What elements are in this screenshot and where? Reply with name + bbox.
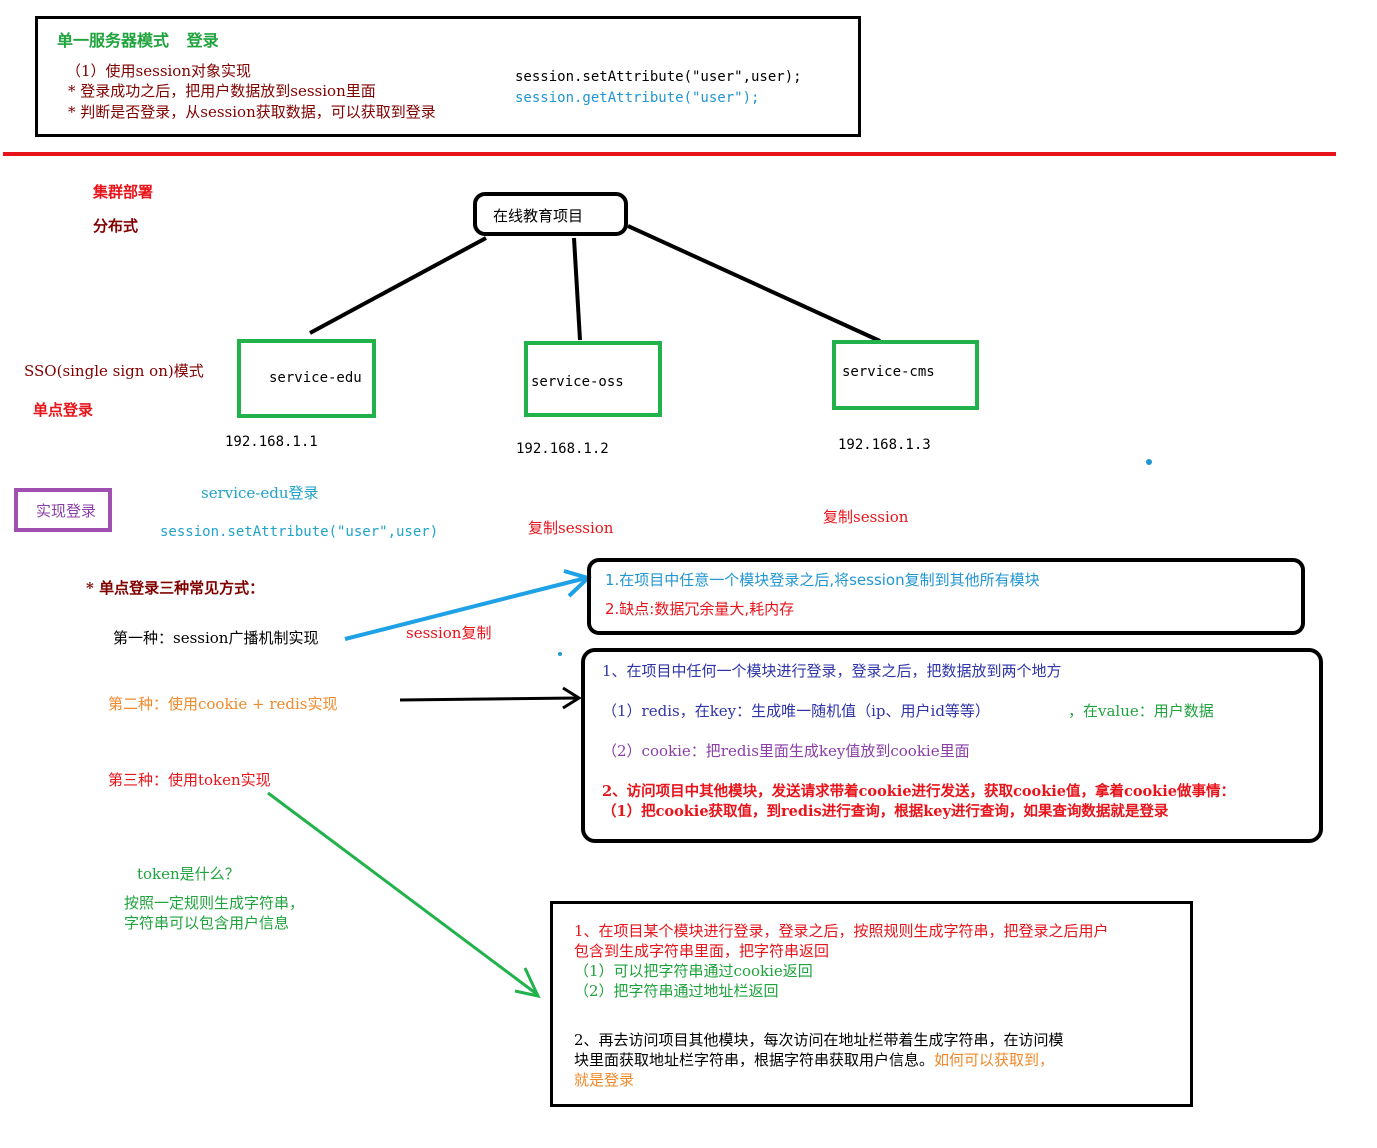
black-arrowhead bbox=[562, 686, 582, 710]
token-line-2: 包含到生成字符串里面，把字符串返回 bbox=[574, 942, 830, 960]
service-oss-label: service-oss bbox=[531, 374, 624, 390]
token-box bbox=[550, 901, 1193, 1107]
copy-session-label-2: 复制session bbox=[823, 508, 909, 526]
title-login: 登录 bbox=[186, 31, 219, 50]
session-broadcast-box bbox=[587, 558, 1305, 635]
redis-line-2b: ，在value：用户数据 bbox=[1068, 702, 1214, 720]
tree-line-oss bbox=[572, 237, 582, 341]
token-line-5: 2、再去访问项目其他模块，每次访问在地址栏带着生成字符串，在访问模 bbox=[574, 1031, 1064, 1049]
service-cms-ip: 192.168.1.3 bbox=[838, 437, 931, 453]
service-cms-label: service-cms bbox=[842, 364, 935, 380]
broadcast-line-2: 2.缺点:数据冗余量大,耗内存 bbox=[605, 600, 795, 618]
blue-arrow-line bbox=[344, 576, 587, 641]
token-line-4: （2）把字符串通过地址栏返回 bbox=[574, 982, 779, 1000]
green-arrow-line bbox=[267, 791, 539, 997]
service-edu-ip: 192.168.1.1 bbox=[225, 434, 318, 450]
way-3-label: 第三种：使用token实现 bbox=[108, 771, 271, 789]
code-set-attribute: session.setAttribute("user",user); bbox=[515, 69, 802, 85]
redis-line-1: 1、在项目中任何一个模块进行登录，登录之后，把数据放到两个地方 bbox=[602, 662, 1062, 680]
tree-line-cms bbox=[627, 224, 881, 343]
single-server-box bbox=[35, 16, 861, 137]
way-1-label: 第一种：session广播机制实现 bbox=[113, 629, 319, 647]
token-line-6: 块里面获取地址栏字符串，根据字符串获取用户信息。如何可以获取到， bbox=[574, 1049, 1054, 1070]
session-item-2: * 登录成功之后，把用户数据放到session里面 bbox=[68, 82, 376, 100]
service-oss-ip: 192.168.1.2 bbox=[516, 441, 609, 457]
implement-box bbox=[14, 488, 112, 532]
edu-code: session.setAttribute("user",user) bbox=[160, 524, 439, 540]
token-line-3: （1）可以把字符串通过cookie返回 bbox=[574, 962, 813, 980]
blue-dot bbox=[1146, 459, 1152, 465]
token-line-7: 就是登录 bbox=[574, 1071, 635, 1089]
black-arrow-line bbox=[399, 696, 579, 702]
green-arrowhead bbox=[514, 967, 541, 999]
way-2-label: 第二种：使用cookie + redis实现 bbox=[108, 695, 338, 713]
redis-line-2a: （1）redis，在key：生成唯一随机值（ip、用户id等等） bbox=[602, 702, 990, 720]
session-item-1: （1）使用session对象实现 bbox=[66, 62, 252, 80]
cluster-label: 集群部署 bbox=[93, 183, 154, 201]
token-answer-1: 按照一定规则生成字符串， bbox=[124, 894, 305, 912]
broadcast-line-1: 1.在项目中任意一个模块登录之后,将session复制到其他所有模块 bbox=[605, 571, 1040, 589]
session-item-3: * 判断是否登录，从session获取数据，可以获取到登录 bbox=[68, 103, 436, 121]
redis-line-4: 2、访问项目中其他模块，发送请求带着cookie进行发送，获取cookie值，拿… bbox=[602, 783, 1235, 800]
token-answer-2: 字符串可以包含用户信息 bbox=[124, 914, 290, 932]
root-node-label: 在线教育项目 bbox=[493, 207, 584, 225]
implement-label: 实现登录 bbox=[36, 502, 97, 520]
redis-line-5: （1）把cookie获取值，到redis进行查询，根据key进行查询，如果查询数… bbox=[602, 803, 1169, 820]
redis-line-3: （2）cookie：把redis里面生成key值放到cookie里面 bbox=[602, 742, 970, 760]
sso-label: SSO(single sign on)模式 bbox=[24, 362, 204, 380]
session-copy-label: session复制 bbox=[406, 624, 492, 642]
tree-line-edu bbox=[309, 236, 487, 335]
title-mode: 单一服务器模式 bbox=[57, 31, 170, 50]
code-get-attribute: session.getAttribute("user"); bbox=[515, 90, 760, 106]
service-cms-box bbox=[832, 340, 979, 410]
copy-session-label-1: 复制session bbox=[528, 519, 614, 537]
service-oss-box bbox=[524, 341, 662, 417]
cookie-redis-box bbox=[581, 648, 1323, 843]
token-line-6b: 如何可以获取到， bbox=[934, 1051, 1055, 1069]
blue-dot bbox=[558, 652, 562, 656]
token-line-6a: 块里面获取地址栏字符串，根据字符串获取用户信息。 bbox=[574, 1051, 935, 1069]
token-line-1: 1、在项目某个模块进行登录，登录之后，按照规则生成字符串，把登录之后用户 bbox=[574, 922, 1109, 940]
service-edu-box bbox=[237, 339, 376, 418]
service-edu-label: service-edu bbox=[269, 370, 362, 386]
sso-cn-label: 单点登录 bbox=[33, 401, 94, 419]
edu-login-label: service-edu登录 bbox=[201, 484, 319, 502]
root-node-box bbox=[473, 192, 628, 236]
token-question: token是什么？ bbox=[137, 865, 240, 883]
distributed-label: 分布式 bbox=[93, 217, 139, 235]
three-ways-heading: * 单点登录三种常见方式： bbox=[86, 579, 265, 597]
single-server-title: 单一服务器模式 登录 bbox=[57, 27, 219, 51]
